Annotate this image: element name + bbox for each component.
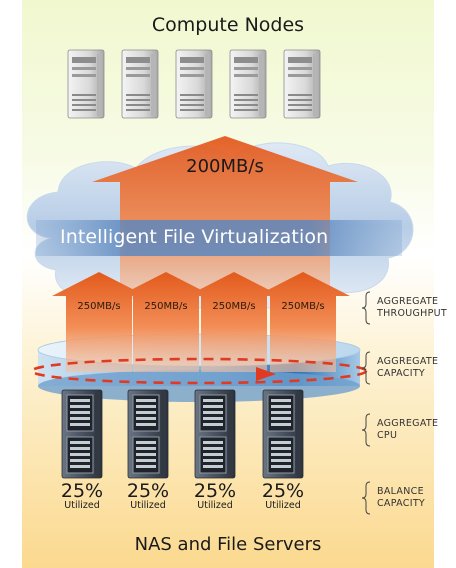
- utilized-label: Utilized: [265, 500, 301, 511]
- nas-server-icon: [262, 389, 304, 479]
- nas-server-icon: [127, 389, 169, 479]
- compute-node-icon: [67, 49, 105, 119]
- throughput-arrow-icon: [187, 272, 281, 372]
- nas-server-icon: [194, 389, 236, 479]
- side-label-line: CAPACITY: [377, 498, 426, 509]
- throughput-arrow-icon: [119, 272, 213, 372]
- nas-server-icon: [61, 389, 103, 479]
- side-label-balance: BALANCE CAPACITY: [377, 486, 425, 510]
- throughput-label: 250MB/s: [77, 301, 121, 312]
- throughput-arrow-icon: [52, 272, 146, 372]
- utilization-percent: 25%: [193, 480, 237, 502]
- utilized-label: Utilized: [197, 500, 233, 511]
- side-label-line: AGGREGATE: [377, 418, 439, 429]
- throughput-label: 250MB/s: [144, 301, 188, 312]
- side-label-line: CPU: [377, 430, 398, 441]
- brace-cpu: [361, 413, 371, 447]
- throughput-arrow-icon: [256, 272, 350, 372]
- nas-servers-title: NAS and File Servers: [134, 534, 322, 555]
- side-label-line: BALANCE: [377, 486, 424, 497]
- utilization-percent: 25%: [126, 480, 170, 502]
- brace-throughput: [361, 291, 371, 325]
- compute-node-icon: [283, 49, 321, 119]
- compute-node-icon: [121, 49, 159, 119]
- total-throughput-label: 200MB/s: [186, 156, 264, 177]
- compute-node-icon: [229, 49, 267, 119]
- side-label-cpu: AGGREGATE CPU: [377, 418, 438, 442]
- brace-capacity: [361, 351, 371, 385]
- utilized-label: Utilized: [64, 500, 100, 511]
- side-label-capacity: AGGREGATE CAPACITY: [377, 356, 438, 380]
- utilization-percent: 25%: [261, 480, 305, 502]
- side-braces: [361, 291, 371, 515]
- side-label-line: AGGREGATE: [377, 296, 439, 307]
- side-label-throughput: AGGREGATE THROUGHPUT: [377, 296, 447, 320]
- side-label-line: THROUGHPUT: [377, 308, 447, 319]
- side-label-line: CAPACITY: [377, 368, 426, 379]
- side-label-line: AGGREGATE: [377, 356, 439, 367]
- utilization-percent: 25%: [60, 480, 104, 502]
- brace-balance: [361, 481, 371, 515]
- throughput-label: 250MB/s: [212, 301, 256, 312]
- utilized-label: Utilized: [130, 500, 166, 511]
- compute-node-icon: [175, 49, 213, 119]
- throughput-label: 250MB/s: [281, 301, 325, 312]
- virtualization-band: [36, 220, 402, 256]
- virtualization-label: Intelligent File Virtualization: [60, 226, 329, 248]
- compute-nodes-title: Compute Nodes: [151, 14, 305, 36]
